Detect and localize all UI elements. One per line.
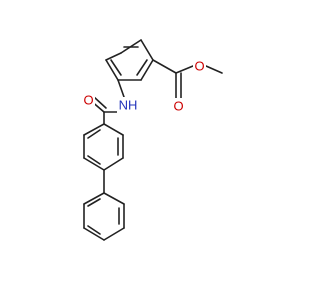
atom-ester-carbonyl-oxygen: O [172, 98, 185, 114]
atom-label-nh: NH [119, 98, 138, 113]
molecule-structure-diagram: O O O NH [82, 39, 223, 241]
ester-group [152, 59, 223, 99]
atom-label-o2: O [173, 99, 183, 114]
terminal-phenyl-ring [83, 192, 125, 241]
atom-amide-nitrogen: NH [117, 97, 139, 113]
atom-label-o1: O [194, 59, 204, 74]
atom-amide-carbonyl-oxygen: O [82, 92, 95, 108]
atom-ester-methoxy-oxygen: O [193, 58, 206, 74]
atom-label-o3: O [83, 93, 93, 108]
middle-phenyl-ring [83, 123, 124, 171]
benzoate-ring [105, 39, 154, 81]
